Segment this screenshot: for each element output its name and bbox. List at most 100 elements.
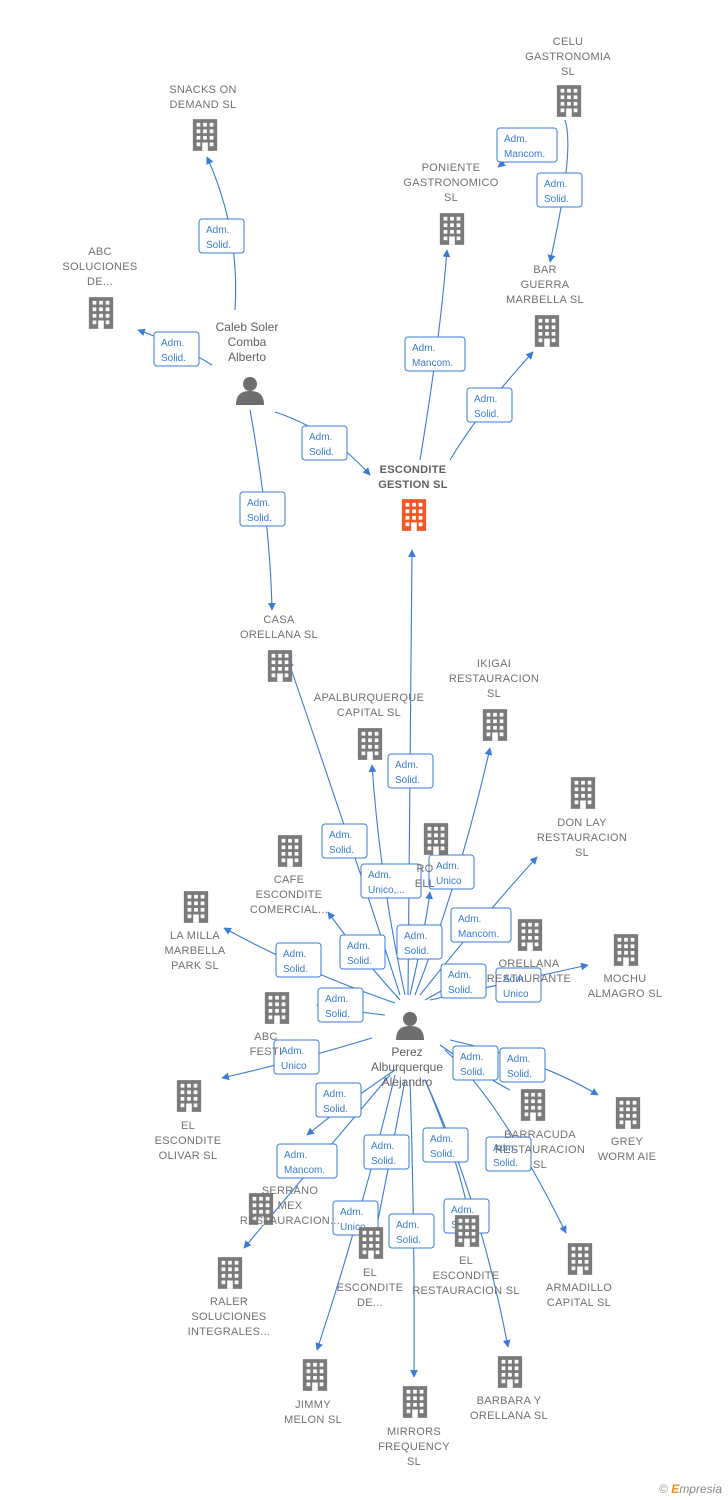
company-node-serrano-mex[interactable]: SERRANOMEXRESTAURACION...	[240, 1185, 340, 1227]
company-node-cafe-escondite[interactable]: CAFEESCONDITECOMERCIAL...	[250, 835, 328, 916]
edge-label[interactable]: Adm.Solid.	[485, 1136, 532, 1172]
company-label: DE...	[357, 1297, 383, 1309]
edge-label[interactable]: Adm.Unico	[428, 854, 475, 890]
edge-label[interactable]: Adm. Solid.	[452, 1045, 499, 1081]
company-label: SL	[487, 688, 501, 700]
edge-label-box	[153, 331, 200, 367]
edge-label-text: Adm.	[448, 970, 471, 981]
edge-label[interactable]: Adm.Solid.	[301, 425, 348, 461]
person-label: Alburquerque	[371, 1060, 443, 1074]
company-label: RESTAURACION	[537, 832, 627, 844]
edge-label-text: Adm.	[493, 1143, 516, 1154]
company-label: SNACKS ON	[169, 84, 237, 96]
edge-label-text: Adm.	[460, 1052, 483, 1063]
company-label: CAPITAL SL	[547, 1297, 611, 1309]
company-label: ABC	[254, 1031, 278, 1043]
building-icon	[497, 1356, 523, 1388]
edge-label[interactable]: Adm.Solid.	[153, 331, 200, 367]
edge-label-box	[388, 1213, 435, 1249]
edge-label[interactable]: Adm.Solid.	[422, 1127, 469, 1163]
edge-label[interactable]: Adm.Solid.	[396, 924, 443, 960]
edge-label-text: Solid.	[474, 409, 499, 420]
edge-label-text: Adm.	[329, 830, 352, 841]
company-label: MARBELLA	[164, 945, 225, 957]
company-node-el-escondite-de[interactable]: ELESCONDITEDE...	[337, 1227, 404, 1309]
edge-label-text: Adm.	[206, 225, 229, 236]
edge-label[interactable]: Adm.Solid.	[363, 1134, 410, 1170]
building-icon	[402, 1386, 428, 1418]
edge-label[interactable]: Adm.Solid.	[321, 823, 368, 859]
edge-label-text: Adm.	[430, 1134, 453, 1145]
edge-label[interactable]: Adm.Solid.	[317, 987, 364, 1023]
edge-label[interactable]: Adm.Solid.	[388, 1213, 435, 1249]
edge-label-box	[495, 967, 542, 1003]
edge-label[interactable]: Adm.Solid.	[387, 753, 434, 789]
edge-label[interactable]: Adm.Solid.	[440, 963, 487, 999]
company-label: SERRANO	[262, 1185, 319, 1197]
edge-label-box	[301, 425, 348, 461]
person-icon	[396, 1012, 424, 1040]
edge-label[interactable]: Adm. Mancom.	[496, 127, 558, 163]
edge-label-text: Mancom.	[458, 929, 499, 940]
edge-label-text: Adm.	[504, 134, 527, 145]
edge-label-text: Adm.	[451, 1205, 474, 1216]
edge-label[interactable]: Adm.Solid.	[339, 934, 386, 970]
company-label: GESTION SL	[378, 479, 448, 491]
edge-label[interactable]: Adm.Solid.	[536, 172, 583, 208]
building-icon	[517, 919, 543, 951]
edge-label[interactable]: Adm.Unico	[495, 967, 542, 1003]
edge-label[interactable]: Adm.Solid.	[198, 218, 245, 254]
edge-label[interactable]: Adm.Mancom.	[450, 907, 512, 943]
edge-label[interactable]: Adm.Mancom.	[276, 1143, 338, 1179]
company-label: MIRRORS	[387, 1426, 441, 1438]
company-label: ORELLANA SL	[470, 1410, 548, 1422]
company-label: SL	[407, 1456, 421, 1468]
edge-label[interactable]: Adm.Unico	[273, 1039, 320, 1075]
edge-label[interactable]: Adm.Solid.	[239, 491, 286, 527]
company-node-abc-soluciones[interactable]: ABCSOLUCIONESDE...	[62, 246, 137, 329]
edge-label[interactable]: Adm.Mancom.	[404, 336, 466, 372]
company-label: MOCHU	[603, 973, 646, 985]
edge-label-text: Mancom.	[504, 149, 545, 160]
edge-label[interactable]: Adm.Unico	[332, 1200, 379, 1236]
edge-label[interactable]: Adm.Solid.	[315, 1082, 362, 1118]
edge-label-box	[360, 863, 422, 899]
edge-label-text: Adm.	[325, 994, 348, 1005]
building-icon	[192, 119, 218, 151]
edge-label[interactable]: Adm.Solid.	[499, 1047, 546, 1083]
edge-label[interactable]: Adm.Solid.	[275, 942, 322, 978]
edge-label-text: Adm.	[283, 949, 306, 960]
edge-label-text: Adm.	[309, 432, 332, 443]
edge-label-text: Solid.	[396, 1235, 421, 1246]
edge-label[interactable]: Adm.Solid.	[466, 387, 513, 423]
edge-label[interactable]: Adm.Unico,...	[360, 863, 422, 899]
company-node-raler[interactable]: RALERSOLUCIONESINTEGRALES...	[188, 1257, 271, 1338]
edge-label-text: Solid.	[460, 1067, 485, 1078]
